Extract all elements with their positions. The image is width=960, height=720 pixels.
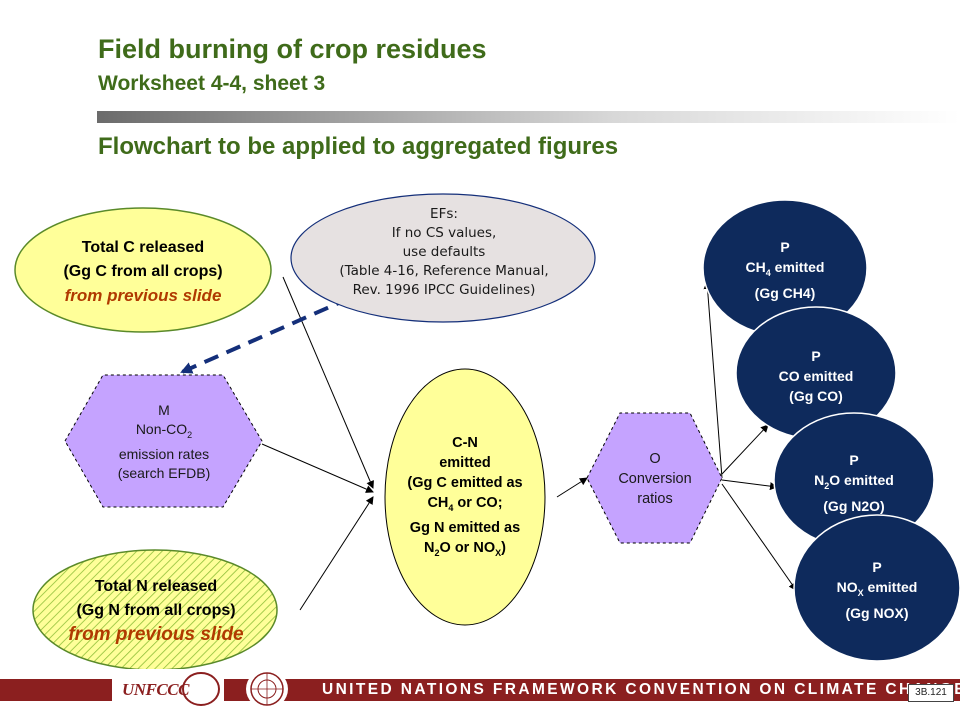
m-name-sub: 2 [187,429,193,440]
cn-line4: CH4 or CO; [427,493,502,518]
p-ch4-b: emitted [770,259,825,276]
efs-text: EFs: If no CS values, use defaults (Tabl… [296,196,592,308]
footer-org-text: UNITED NATIONS FRAMEWORK CONVENTION ON C… [322,681,960,698]
cn-line4-a: CH [427,495,449,512]
cn-line6: N2O or NOX) [424,538,506,563]
p-co-text: P CO emitted (Gg CO) [746,344,886,408]
total-n-line1: Total N released [94,578,218,595]
cn-line3: (Gg C emitted as [407,475,523,492]
efs-line4: (Table 4-16, Reference Manual, [339,262,549,279]
m-line2: emission rates [118,445,210,462]
p-nox-b: emitted [863,579,918,596]
m-name-main: Non-CO [135,421,188,438]
m-name: Non-CO2 [136,420,192,445]
o-hexagon [586,412,723,544]
arrow-m-to-cn [261,443,374,493]
total-c-line1: Total C released [81,239,205,256]
p-n2o-unit: (Gg N2O) [823,497,885,514]
total-c-note: from previous slide [64,286,222,305]
p-nox-unit: (Gg NOX) [845,604,909,621]
page-title: Field burning of crop residues [98,34,487,64]
efs-line1: EFs: [430,205,458,222]
unfccc-logo [112,669,224,709]
cn-line6-sub: 2 [434,547,440,558]
p-ch4-label: CH4 emitted [746,257,825,283]
p-n2o-text: P N2O emitted (Gg N2O) [784,451,924,515]
p-nox-text: P NOX emitted (Gg NOX) [807,558,947,622]
unfccc-logo-text: UNFCCC [122,680,189,699]
p-ch4-text: P CH4 emitted (Gg CH4) [715,238,855,302]
cn-line2: emitted [439,455,491,472]
p-ch4-code: P [780,239,790,256]
total-n-line2: (Gg N from all crops) [76,602,236,619]
arrow-n-to-cn [299,496,374,611]
p-nox-sub: X [857,587,864,598]
arrow-o-to-co [721,424,769,475]
o-code: O [649,451,661,467]
m-line3: (search EFDB) [117,464,211,481]
page-number: 3B.121 [908,684,954,702]
p-ch4-a: CH [745,259,766,276]
arrow-cn-to-o [556,477,588,498]
footer-banner [0,679,960,701]
cn-line5: Gg N emitted as [409,520,521,536]
o-line2: ratios [637,491,673,507]
page-subtitle: Worksheet 4-4, sheet 3 [98,72,326,95]
efs-line3: use defaults [402,243,486,260]
p-nox-a: NO [836,579,858,596]
cn-ellipse [384,368,546,626]
total-c-text: Total C released (Gg C from all crops) f… [20,230,266,314]
unfccc-swoosh-icon [182,672,220,706]
cn-line4-sub: 4 [448,503,454,513]
p-ch4-unit: (Gg CH4) [754,284,816,301]
section-title: Flowchart to be applied to aggregated fi… [98,133,619,160]
p-n2o-label: N2O emitted [814,470,894,496]
cn-line6-b: O or NO [439,540,496,556]
cn-line1: C-N [452,435,478,452]
total-c-ellipse [14,207,272,333]
m-code: M [158,402,170,419]
p-nox-ellipse [793,514,960,662]
total-n-note: from previous slide [68,624,244,645]
p-n2o-a: N [814,472,825,489]
total-n-text: Total N released (Gg N from all crops) f… [36,572,276,650]
arrow-c-to-cn [282,276,374,489]
p-nox-label: NOX emitted [837,577,918,603]
arrow-o-to-nox [721,483,797,591]
p-n2o-code: P [849,452,859,469]
efs-ellipse [290,193,596,323]
m-text: M Non-CO2 emission rates (search EFDB) [84,394,244,490]
efs-line2: If no CS values, [391,224,497,241]
un-emblem-icon [246,669,288,709]
cn-text: C-N emitted (Gg C emitted as CH4 or CO; … [385,425,545,571]
total-c-line2: (Gg C from all crops) [63,263,223,280]
p-ch4-sub: 4 [765,267,771,278]
p-co-line1: CO emitted [778,368,854,384]
title-divider [97,111,960,123]
m-hexagon [64,374,263,508]
cn-line6-c: ) [501,540,506,556]
arrow-o-to-n2o [721,479,778,491]
o-line1: Conversion [618,471,692,487]
p-co-unit: (Gg CO) [789,388,843,404]
cn-line6-sub2: X [495,547,502,558]
o-text: O Conversion ratios [594,442,716,516]
p-n2o-sub: 2 [824,480,830,491]
dashed-arrow-ef-to-m [180,296,351,374]
arrow-o-to-ch4 [703,281,723,479]
p-co-code: P [811,348,821,364]
cn-line4-b: or CO; [453,495,503,512]
efs-line5: Rev. 1996 IPCC Guidelines) [352,281,536,298]
cn-line6-a: N [424,540,435,556]
p-n2o-b: O emitted [829,472,894,489]
p-nox-code: P [872,559,882,576]
